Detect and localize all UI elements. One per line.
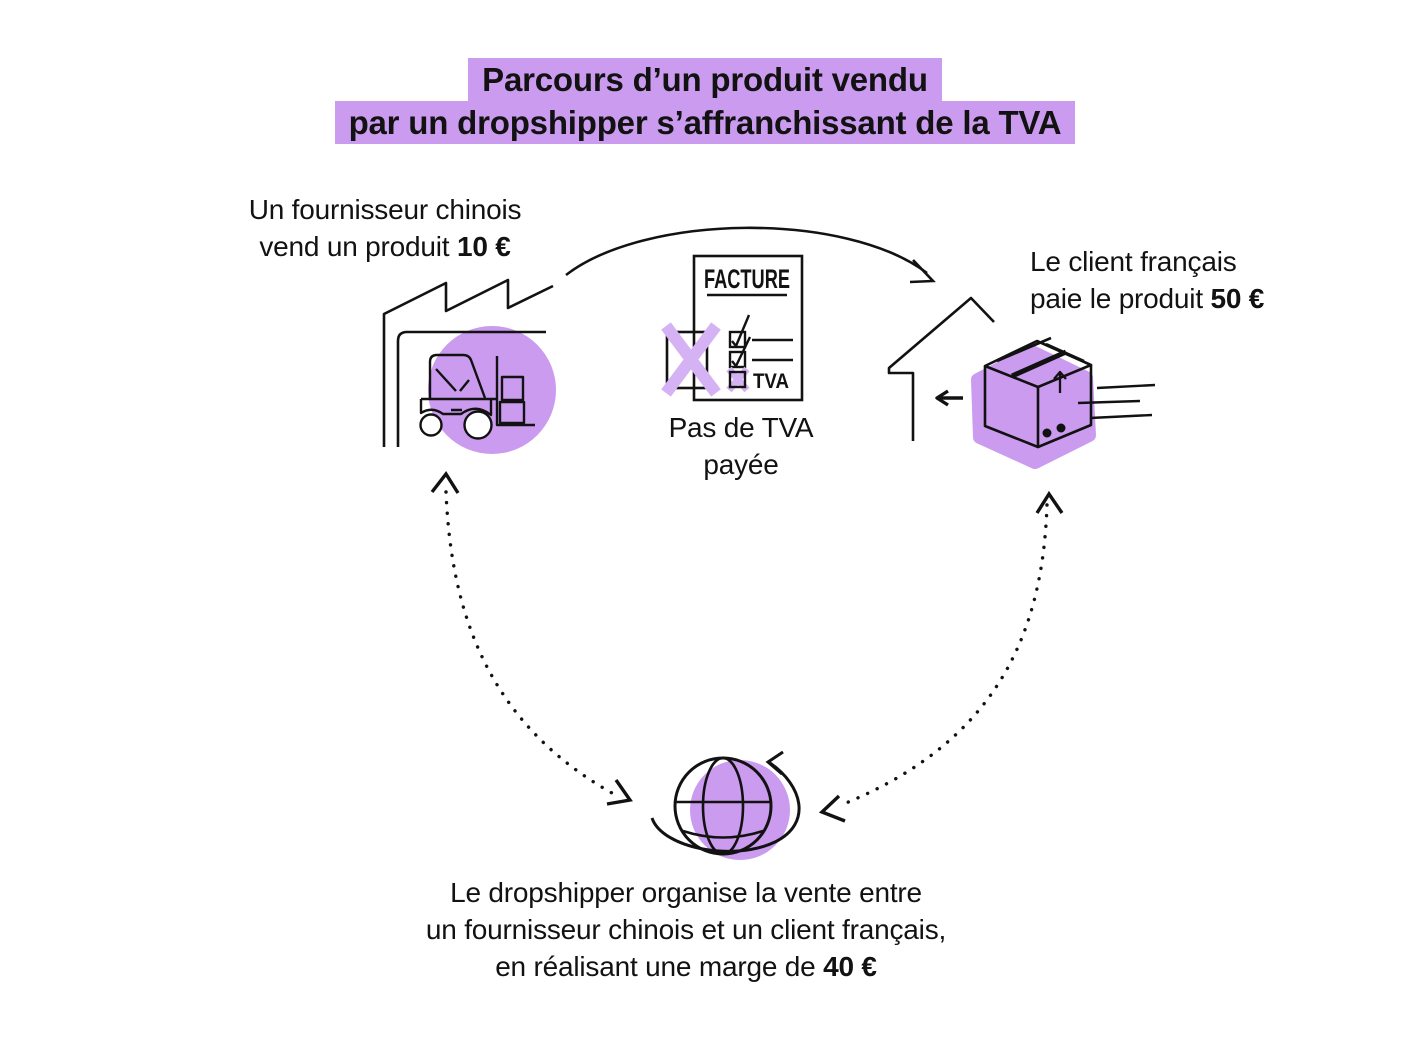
package-left-face [983,366,1040,449]
globe-highlight-circle [690,760,790,860]
dotted-right-top-arrowhead [1035,490,1064,514]
no-vat-cross-icon [661,322,721,397]
package-right-face [1037,365,1093,449]
supplier-price: 10 € [456,231,511,262]
checkmark-2 [731,336,752,369]
forklift-windshield-lines [435,368,470,392]
forklift-crate-bottom [498,400,526,425]
checkbox-2 [728,350,747,369]
this-side-up-icon [1053,370,1067,393]
checkbox-tva [728,370,747,389]
invoice-stamp-square [665,330,709,390]
factory-sawtooth-roof [382,278,554,447]
no-vat-caption-line-1: Pas de TVA [668,412,814,443]
dropshipper-caption-line-3: en réalisant une marge de [495,951,824,982]
client-dropshipper-dotted-arrow [818,490,1064,823]
forklift-front-wheel [463,410,493,440]
package-speed-lines [1077,383,1156,420]
supplier-to-client-arrow [565,226,936,284]
solid-arrow-curve [565,226,928,277]
dropshipper-margin: 40 € [823,951,877,982]
forklift-rear-wheel [419,413,443,437]
globe-orbit-arrowhead [765,750,784,776]
dotted-left-bottom-arrowhead [606,779,633,806]
supplier-caption-line-2: vend un produit [259,231,457,262]
tva-label-text: TVA [753,370,789,393]
globe-meridian [701,756,745,856]
house-icon [887,296,995,441]
package-box-icon [971,336,1156,469]
package-dot-2 [1056,423,1066,433]
dotted-right-bottom-arrowhead [818,794,846,823]
dotted-curve-left [444,490,614,795]
supplier-caption: Un fournisseur chinois vend un produit 1… [190,191,580,265]
cross-stroke-2 [661,322,721,397]
forklift-mast-fork [495,356,535,427]
supplier-dropshipper-dotted-arrow [430,471,633,806]
no-vat-caption-line-2: payée [703,449,779,480]
dotted-curve-right [844,503,1049,805]
delivery-arrow-head [935,389,949,407]
dropshipper-caption: Le dropshipper organise la vente entre u… [336,874,1036,985]
house-roof [887,296,995,441]
forklift-cab [428,353,487,399]
factory-icon [382,278,556,454]
supplier-caption-line-1: Un fournisseur chinois [248,194,522,225]
globe-lower-parallel [682,829,764,839]
no-vat-caption: Pas de TVA payée [591,409,891,483]
title-line-2: par un dropshipper s’affranchissant de l… [334,101,1076,144]
dotted-left-top-arrowhead [430,471,460,494]
invoice-document-icon: FACTURE TVA [661,254,804,402]
forklift-icon [419,353,535,440]
client-caption-line-2: paie le produit [1030,283,1211,314]
page-title: Parcours d’un produit vendu par un drops… [0,58,1410,144]
globe-icon [650,750,801,860]
solid-arrow-head [909,259,936,284]
client-caption: Le client français paie le produit 50 € [1030,243,1390,317]
globe-orbit-ring [650,761,801,853]
title-line-1: Parcours d’un produit vendu [468,58,942,101]
dropshipper-caption-line-1: Le dropshipper organise la vente entre [450,877,922,908]
invoice-title-text: FACTURE [704,264,790,294]
client-price: 50 € [1210,283,1265,314]
package-tape-strip [1010,349,1068,379]
forklift-crate-top [500,375,525,402]
client-caption-line-1: Le client français [1030,246,1237,277]
forklift-body [419,397,497,417]
checkmark-1 [731,314,751,349]
delivery-arrow-icon [935,389,963,407]
package-dot-1 [1042,428,1052,438]
factory-highlight-circle [428,326,556,454]
checkbox-1 [728,330,747,349]
factory-doorway [396,330,546,447]
dropshipper-caption-line-2: un fournisseur chinois et un client fran… [425,914,947,945]
